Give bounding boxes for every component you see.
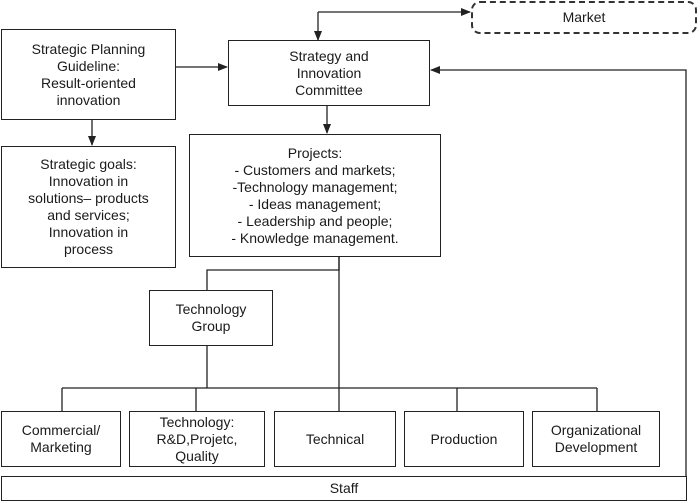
projects-item: - Knowledge management.: [231, 229, 399, 246]
projects-box: Projects: - Customers and markets; -Tech…: [189, 134, 441, 257]
projects-title: Projects:: [287, 144, 343, 161]
market-box: Market: [471, 1, 697, 34]
projects-item: - Leadership and people;: [237, 212, 393, 229]
committee-label: Strategy and Innovation Committee: [289, 47, 369, 98]
department-label: Organizational Development: [550, 422, 642, 455]
department-label: Production: [430, 430, 498, 447]
line-projects-to-techgroup: [206, 257, 340, 290]
market-label: Market: [562, 9, 606, 25]
department-box-commercial: Commercial/ Marketing: [1, 411, 121, 467]
technology-group-box: Technology Group: [149, 290, 273, 346]
department-box-production: Production: [404, 411, 524, 467]
staff-label: Staff: [329, 480, 359, 496]
department-box-technical: Technical: [274, 411, 396, 467]
projects-item: - Customers and markets;: [234, 161, 396, 178]
staff-box: Staff: [1, 476, 687, 501]
department-box-organizational: Organizational Development: [532, 411, 660, 467]
technology-group-label: Technology Group: [175, 301, 247, 334]
strategic-goals-box: Strategic goals: Innovation in solutions…: [1, 146, 176, 268]
strategic-goals-label: Strategic goals: Innovation in solutions…: [28, 156, 149, 257]
strategic-planning-label: Strategic Planning Guideline: Result-ori…: [31, 40, 146, 108]
projects-item: - Ideas management;: [248, 195, 382, 212]
arrow-staff-to-committee: [430, 66, 687, 478]
department-label: Commercial/ Marketing: [21, 422, 101, 455]
department-label: Technology: R&D,Projetc, Quality: [156, 413, 238, 464]
strategic-planning-box: Strategic Planning Guideline: Result-ori…: [1, 29, 176, 120]
department-label: Technical: [305, 430, 365, 447]
projects-item: -Technology management;: [232, 178, 398, 195]
committee-box: Strategy and Innovation Committee: [228, 40, 430, 106]
department-box-technology: Technology: R&D,Projetc, Quality: [129, 411, 265, 467]
